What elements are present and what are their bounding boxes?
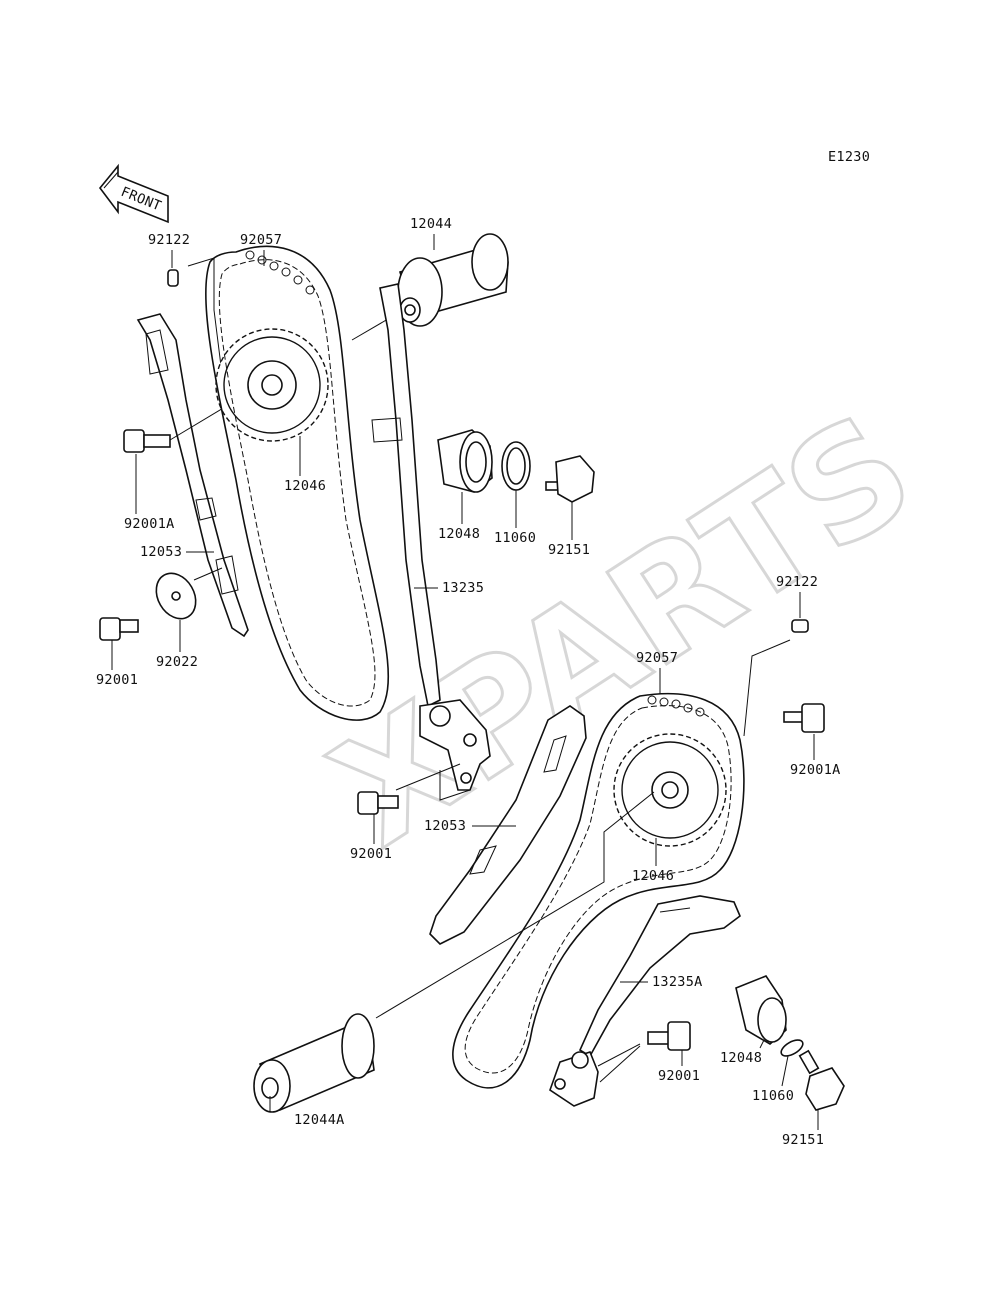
front-arrow-icon: FRONT [98,163,169,224]
label-92001A-a: 92001A [124,516,175,532]
bolt-92001-b [357,791,399,815]
label-92001-a: 92001 [96,672,138,688]
label-92057-a: 92057 [240,232,282,248]
camshaft-12044A [253,1013,375,1113]
bolt-92001-c [647,1021,691,1051]
cap-bolt-92151-b [798,1049,845,1111]
dowel-pin-92122-b [791,619,809,633]
cap-bolt-92151-a [545,455,595,503]
dowel-pin-92122-a [167,269,179,287]
label-12053-a: 12053 [140,544,182,560]
label-92122-b: 92122 [776,574,818,590]
cam-sprocket-12046-b [613,733,727,847]
tensioner-bracket-a [419,699,491,791]
leader [375,791,655,1019]
label-12048-b: 12048 [720,1050,762,1066]
label-13235: 13235 [442,580,484,596]
leader [597,1043,641,1083]
diagram-code: E1230 [828,149,870,165]
label-92122-a: 92122 [148,232,190,248]
label-12046-a: 12046 [284,478,326,494]
label-92151-a: 92151 [548,542,590,558]
label-12044: 12044 [410,216,452,232]
cam-chain-92057-a [204,245,390,721]
label-11060-a: 11060 [494,530,536,546]
gasket-11060-b [780,1039,804,1057]
cam-sprocket-12046-a [215,328,329,442]
label-92022: 92022 [156,654,198,670]
leader [395,763,471,801]
tensioner-bracket-b [549,1051,599,1107]
label-13235A: 13235A [652,974,703,990]
chain-guide-12053-b [429,705,587,945]
leader [193,567,223,581]
bolt-92001-a [99,617,139,641]
label-92001A-b: 92001A [790,762,841,778]
label-12046-b: 12046 [632,868,674,884]
label-12048-a: 12048 [438,526,480,542]
label-92151-b: 92151 [782,1132,824,1148]
gasket-11060-a [501,441,531,491]
washer-92022 [155,572,197,620]
label-92001-c: 92001 [658,1068,700,1084]
leader [743,639,791,737]
chain-guide-13235A [578,895,741,1058]
chain-guide-12053-a [136,313,249,638]
label-11060-b: 11060 [752,1088,794,1104]
label-92001-b: 92001 [350,846,392,862]
chain-guide-13235 [371,283,441,708]
label-92057-b: 92057 [636,650,678,666]
bolt-92001A-b [783,703,825,733]
cam-chain-92057-b [452,692,745,1089]
bolt-92001A-a [123,429,171,453]
label-12044A: 12044A [294,1112,345,1128]
chain-tensioner-12048-a [437,429,493,493]
camshaft-12044 [397,233,509,327]
leader [187,257,225,391]
chain-tensioner-12048-b [735,975,787,1045]
label-12053-b: 12053 [424,818,466,834]
